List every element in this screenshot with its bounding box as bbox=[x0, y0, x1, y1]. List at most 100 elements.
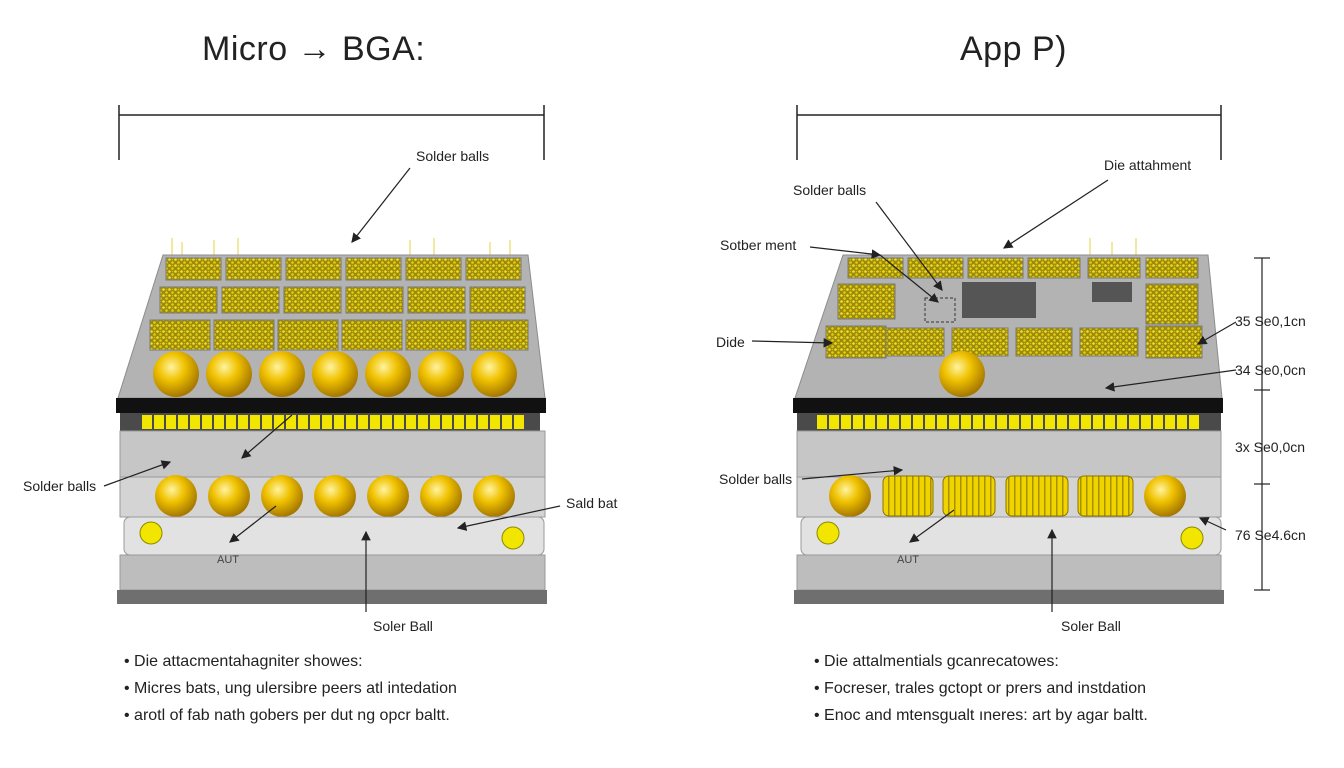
right-package bbox=[751, 105, 1270, 612]
label-solder-ment: Sotber ment bbox=[720, 237, 797, 253]
yellow-strip-cell bbox=[154, 415, 164, 429]
yellow-strip-cell bbox=[334, 415, 344, 429]
yellow-strip-cell bbox=[502, 415, 512, 429]
left-glow-lines bbox=[171, 238, 511, 256]
left-yellow-strips bbox=[142, 415, 524, 429]
yellow-strip-cell bbox=[358, 415, 368, 429]
left-pad-grid bbox=[149, 257, 529, 351]
yellow-strip-cell bbox=[961, 415, 971, 429]
left-bullet-list: Die attacmentahagniter showes: Micres ba… bbox=[124, 648, 457, 729]
right-vertical-dimension bbox=[1254, 257, 1270, 591]
yellow-strip-cell bbox=[1153, 415, 1163, 429]
yellow-strip-cell bbox=[937, 415, 947, 429]
label-aut-right: AUT bbox=[897, 554, 919, 566]
left-base-shadow bbox=[117, 590, 547, 604]
right-glow-lines bbox=[1089, 238, 1137, 256]
yellow-strip-cell bbox=[841, 415, 851, 429]
yellow-strip-cell bbox=[286, 415, 296, 429]
bullet-item: arotl of fab nath gobers per dut ng opcr… bbox=[124, 702, 457, 729]
yellow-strip-cell bbox=[1069, 415, 1079, 429]
yellow-strip-cell bbox=[190, 415, 200, 429]
yellow-strip-cell bbox=[442, 415, 452, 429]
yellow-strip-cell bbox=[226, 415, 236, 429]
right-dimension-bracket bbox=[796, 105, 1222, 160]
yellow-strip-cell bbox=[1057, 415, 1067, 429]
left-title: Micro → BGA: bbox=[202, 30, 426, 68]
right-bottom-plate bbox=[800, 516, 1222, 556]
label-sald-bat: Sald bat bbox=[566, 495, 618, 511]
yellow-strip-cell bbox=[478, 415, 488, 429]
dimension-label: 3x Se0,0cn bbox=[1235, 439, 1306, 455]
dimension-label: 76 Se4.6cn bbox=[1235, 527, 1306, 543]
yellow-strip-cell bbox=[298, 415, 308, 429]
yellow-strip-cell bbox=[1045, 415, 1055, 429]
yellow-strip-cell bbox=[454, 415, 464, 429]
left-black-layer bbox=[116, 398, 546, 413]
right-die-outline bbox=[924, 297, 956, 323]
yellow-strip-cell bbox=[430, 415, 440, 429]
dimension-label: 34 Se0,0cn bbox=[1235, 362, 1306, 378]
yellow-strip-cell bbox=[949, 415, 959, 429]
left-leader-lines bbox=[103, 167, 561, 612]
yellow-strip-cell bbox=[382, 415, 392, 429]
yellow-strip-cell bbox=[490, 415, 500, 429]
left-package bbox=[103, 105, 561, 612]
yellow-strip-cell bbox=[817, 415, 827, 429]
yellow-strip-cell bbox=[1129, 415, 1139, 429]
yellow-strip-cell bbox=[1117, 415, 1127, 429]
label-aut: AUT bbox=[217, 554, 239, 566]
right-corner-ball bbox=[816, 521, 840, 545]
right-middle-plate bbox=[796, 430, 1222, 478]
yellow-strip-cell bbox=[901, 415, 911, 429]
yellow-strip-cell bbox=[1105, 415, 1115, 429]
yellow-strip-cell bbox=[406, 415, 416, 429]
left-middle-plate bbox=[119, 430, 546, 478]
label-solder-ball-bottom-right: Soler Ball bbox=[1061, 618, 1121, 634]
label-solder-balls-side: Solder balls bbox=[719, 471, 793, 487]
yellow-strip-cell bbox=[310, 415, 320, 429]
yellow-strip-cell bbox=[973, 415, 983, 429]
yellow-strip-cell bbox=[394, 415, 404, 429]
label-side-solder-balls: Solder balls bbox=[23, 478, 97, 494]
yellow-strip-cell bbox=[142, 415, 152, 429]
yellow-strip-cell bbox=[865, 415, 875, 429]
yellow-strip-cell bbox=[514, 415, 524, 429]
right-lower-solder-ball bbox=[1144, 475, 1186, 517]
yellow-strip-cell bbox=[1177, 415, 1187, 429]
yellow-strip-cell bbox=[1009, 415, 1019, 429]
yellow-strip-cell bbox=[1081, 415, 1091, 429]
right-lower-solder-ball bbox=[829, 475, 871, 517]
right-base bbox=[796, 554, 1222, 591]
yellow-strip-cell bbox=[418, 415, 428, 429]
yellow-strip-cell bbox=[985, 415, 995, 429]
right-base-shadow bbox=[794, 590, 1224, 604]
label-solder-balls-top: Solder balls bbox=[793, 182, 867, 198]
label-dide: Dide bbox=[716, 334, 745, 350]
yellow-strip-cell bbox=[877, 415, 887, 429]
right-copper-pillars bbox=[882, 475, 1134, 517]
yellow-strip-cell bbox=[853, 415, 863, 429]
right-pad-grid bbox=[825, 257, 1203, 359]
bullet-item: Die attalmentials gcanrecatowes: bbox=[814, 648, 1148, 675]
right-bullet-list: Die attalmentials gcanrecatowes: Focrese… bbox=[814, 648, 1148, 729]
yellow-strip-cell bbox=[925, 415, 935, 429]
label-solder-ball-bottom: Soler Ball bbox=[373, 618, 433, 634]
yellow-strip-cell bbox=[1189, 415, 1199, 429]
yellow-strip-cell bbox=[178, 415, 188, 429]
right-corner-ball bbox=[1180, 526, 1204, 550]
yellow-strip-cell bbox=[1165, 415, 1175, 429]
left-base bbox=[119, 554, 546, 591]
yellow-strip-cell bbox=[1141, 415, 1151, 429]
right-die-small bbox=[1092, 282, 1132, 302]
yellow-strip-cell bbox=[1093, 415, 1103, 429]
left-dimension-bracket bbox=[118, 105, 545, 160]
yellow-strip-cell bbox=[238, 415, 248, 429]
bullet-item: Die attacmentahagniter showes: bbox=[124, 648, 457, 675]
yellow-strip-cell bbox=[250, 415, 260, 429]
left-top-solder-balls bbox=[153, 351, 517, 397]
right-black-layer bbox=[793, 398, 1223, 413]
right-leader-lines bbox=[751, 179, 1237, 612]
yellow-strip-cell bbox=[346, 415, 356, 429]
yellow-strip-cell bbox=[997, 415, 1007, 429]
yellow-strip-cell bbox=[370, 415, 380, 429]
